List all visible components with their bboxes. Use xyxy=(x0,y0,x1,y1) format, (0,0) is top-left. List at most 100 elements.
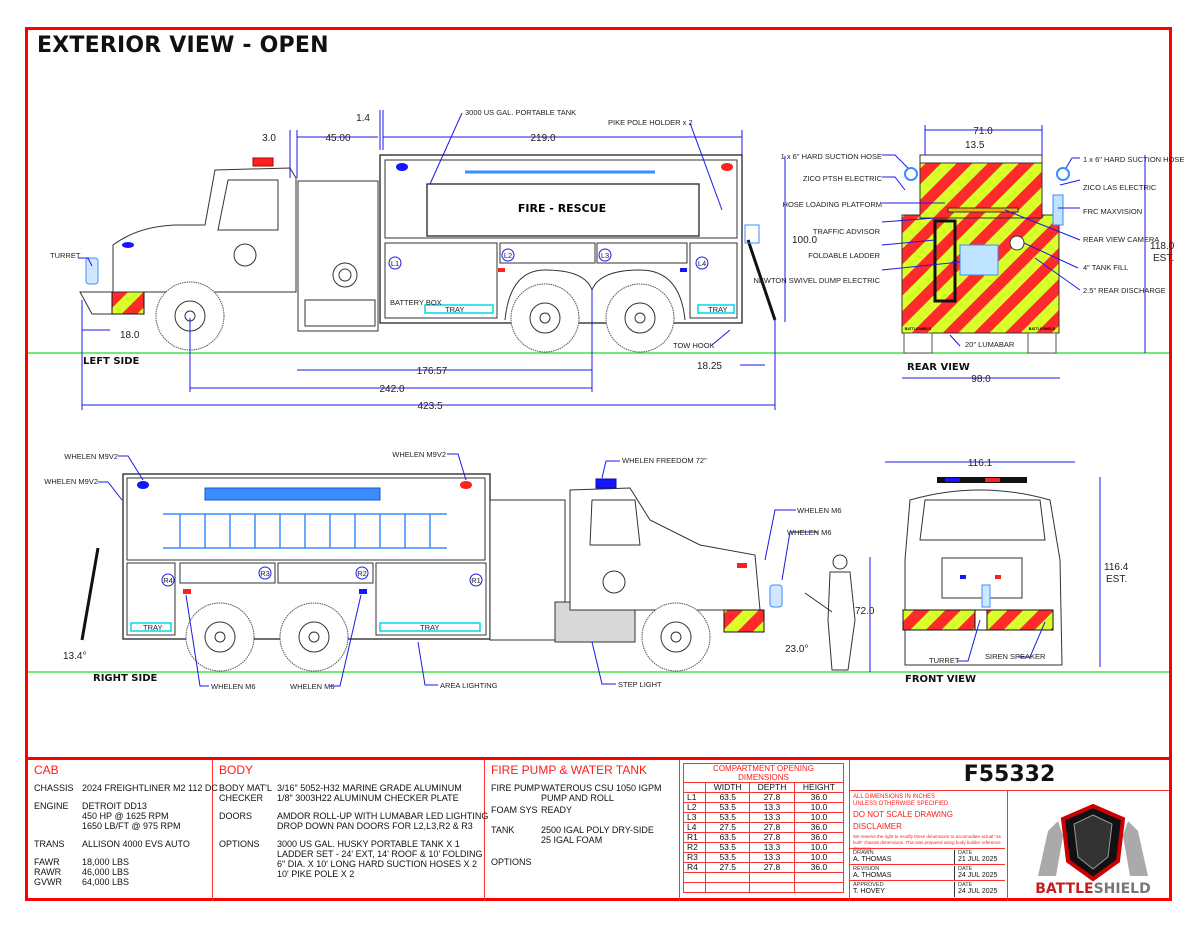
lightbar-freedom xyxy=(595,478,617,489)
compartment-tag-l1: L1 xyxy=(391,259,399,268)
dim-18-0: 18.0 xyxy=(120,330,140,341)
pump-row-options: OPTIONS xyxy=(491,857,532,867)
compartment-id xyxy=(682,882,707,893)
compartment-tag-l2: L2 xyxy=(504,251,512,260)
compartment-value: 53.5 xyxy=(705,802,751,813)
compartment-id: L1 xyxy=(682,792,707,803)
dim-departure-angle: 13.4° xyxy=(63,651,86,662)
front-leaders xyxy=(885,461,1101,667)
logo-text-grey: SHIELD xyxy=(1094,881,1151,897)
compartment-id: L3 xyxy=(682,812,707,823)
compartment-value: 27.5 xyxy=(705,862,751,873)
callout-m9v2-1: WHELEN M9V2 xyxy=(64,452,118,461)
body-lettering: FIRE - RESCUE xyxy=(518,202,606,215)
mudflap-right-text: BATTLESHIELD xyxy=(1029,327,1056,331)
left-dimension-lines xyxy=(81,110,786,410)
dim-approach-angle: 23.0° xyxy=(785,644,808,655)
dim-front-est: EST. xyxy=(1106,574,1127,585)
battleshield-logo: BATTLESHIELD xyxy=(1007,791,1169,901)
compartment-value: 53.5 xyxy=(705,842,751,853)
callout-whelen-m6-2: WHELEN M6 xyxy=(787,528,832,537)
compartment-value: 27.8 xyxy=(749,792,795,803)
dim-219-0: 219.0 xyxy=(530,133,555,144)
drawing-info-section: F55332 ALL DIMENSIONS IN INCHES UNLESS O… xyxy=(850,760,1169,901)
rear-view: BATTLESHIELD BATTLESHIELD xyxy=(901,154,1070,354)
drawing-number: F55332 xyxy=(850,760,1169,791)
callout-traffic-advisor: TRAFFIC ADVISOR xyxy=(813,227,881,236)
compartment-id: R2 xyxy=(682,842,707,853)
compartment-id: R4 xyxy=(682,862,707,873)
view-label-front: FRONT VIEW xyxy=(905,674,976,685)
dim-rear-71-0: 71.0 xyxy=(973,126,993,137)
tray-label-right-1: TRAY xyxy=(143,623,162,632)
body-heading: BODY xyxy=(219,763,254,777)
dim-3-0: 3.0 xyxy=(262,133,276,144)
compartment-value: 10.0 xyxy=(793,852,845,863)
drawing-notes: ALL DIMENSIONS IN INCHES UNLESS OTHERWIS… xyxy=(853,794,1001,851)
compartment-value: 53.5 xyxy=(705,812,751,823)
callout-foldable-ladder: FOLDABLE LADDER xyxy=(808,251,880,260)
compartment-value: 10.0 xyxy=(793,812,845,823)
compartment-tag-r1: R1 xyxy=(471,576,481,585)
dim-45-00: 45.00 xyxy=(325,133,350,144)
compartment-id: L2 xyxy=(682,802,707,813)
dim-423-5: 423.5 xyxy=(417,401,442,412)
compartment-value xyxy=(705,872,751,883)
compartment-value: 63.5 xyxy=(705,792,751,803)
tray-label-left-2: TRAY xyxy=(708,305,727,314)
compartment-value xyxy=(793,872,845,883)
compartment-value: 36.0 xyxy=(793,792,845,803)
callout-m9v2-2: WHELEN M9V2 xyxy=(44,477,98,486)
compartment-value: 10.0 xyxy=(793,802,845,813)
rear-leaders xyxy=(881,125,1146,379)
dim-100-0: 100.0 xyxy=(792,235,817,246)
tray-label-left-1: TRAY xyxy=(445,305,464,314)
compartment-value xyxy=(793,882,845,893)
callout-newton-swivel: NEWTON SWIVEL DUMP ELECTRIC xyxy=(753,276,880,285)
compartment-value: 36.0 xyxy=(793,832,845,843)
compartment-value: 13.3 xyxy=(749,812,795,823)
pump-heading: FIRE PUMP & WATER TANK xyxy=(491,763,648,777)
compartment-value: 13.3 xyxy=(749,852,795,863)
firefighter-figure xyxy=(804,554,856,671)
compartment-tag-r4: R4 xyxy=(163,576,173,585)
callout-lumabar: 20" LUMABAR xyxy=(965,340,1015,349)
left-side-view xyxy=(79,154,777,353)
callout-m9v2-3: WHELEN M9V2 xyxy=(392,450,446,459)
view-label-rear: REAR VIEW xyxy=(907,362,970,373)
compartment-table-title: COMPARTMENT OPENING DIMENSIONS xyxy=(683,763,844,783)
callout-whelen-m6-1: WHELEN M6 xyxy=(797,506,842,515)
compartment-value: 36.0 xyxy=(793,822,845,833)
compartment-row xyxy=(682,882,845,893)
view-label-left-side: LEFT SIDE xyxy=(83,356,140,367)
right-compartment-tags: R4 R3 R2 R1 xyxy=(161,566,483,587)
compartment-value: 27.8 xyxy=(749,862,795,873)
compartment-tag-r2: R2 xyxy=(357,569,367,578)
logo-text-red: BATTLE xyxy=(1035,881,1093,897)
callout-tank-fill: 4" TANK FILL xyxy=(1083,263,1128,272)
bumper-chevron xyxy=(111,291,145,315)
compartment-value: 10.0 xyxy=(793,842,845,853)
callout-rear-camera: REAR VIEW CAMERA xyxy=(1083,235,1159,244)
callout-whelen-m6-3: WHELEN M6 xyxy=(211,682,256,691)
dim-rear-13-5: 13.5 xyxy=(965,140,985,151)
compartment-value: 13.3 xyxy=(749,802,795,813)
turret-icon xyxy=(85,257,99,285)
callout-frc-maxvision: FRC MAXVISION xyxy=(1083,207,1142,216)
